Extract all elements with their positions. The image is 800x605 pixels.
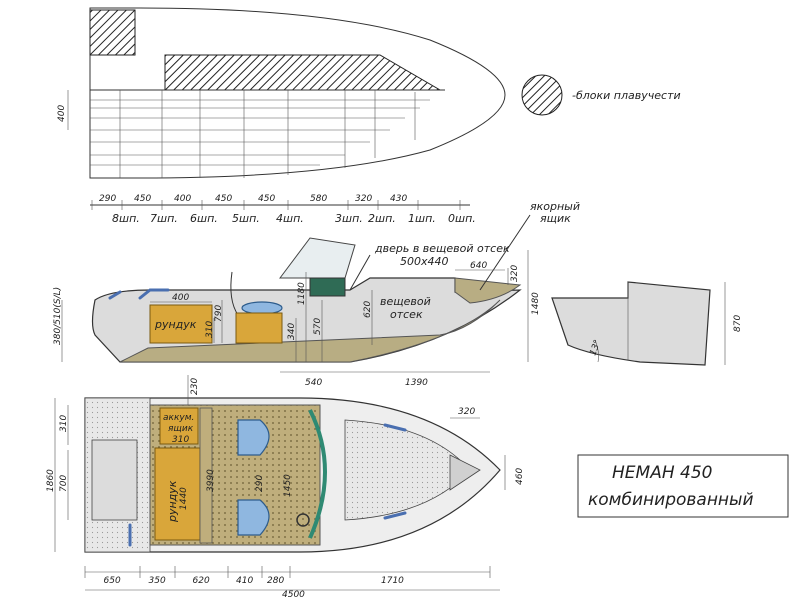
buoyancy-block-top (89, 9, 136, 56)
side-dim-570: 570 (313, 318, 323, 335)
anchor-label-2: ящик (540, 212, 571, 225)
plan-bottom-dim: 350 (149, 576, 166, 586)
side-dim-540: 540 (305, 378, 322, 388)
anchor-label-1: якорный (530, 200, 580, 213)
plan-bottom-dim: 650 (104, 576, 121, 586)
buoyancy-legend-symbol (521, 74, 563, 116)
rundyk-box (149, 304, 213, 344)
plan-bottom-dim: 410 (236, 576, 253, 586)
title-line-1: НЕМАН 450 (612, 463, 712, 483)
plan-dim-1440: 1440 (179, 487, 189, 510)
title-box: НЕМАН 450 комбинированный (577, 454, 789, 518)
frame-label: 8шп. (112, 212, 140, 225)
side-dim-1390: 1390 (405, 378, 428, 388)
side-rundyk-label: рундук (154, 318, 197, 331)
legend: -блоки плавучести (521, 74, 681, 116)
side-hull-bottom (119, 299, 501, 363)
plan-rundyk-box (154, 447, 201, 541)
frame-dim: 450 (215, 194, 232, 204)
frame-label: 0шп. (448, 212, 476, 225)
frame-label: 7шп. (150, 212, 178, 225)
side-view: рундук 400 790 310 340 1180 570 620 двер… (53, 200, 580, 388)
plan-view: аккум. ящик 310 рундук 1440 230 310 700 … (46, 375, 525, 600)
plan-dim-4500: 4500 (282, 590, 305, 600)
frame-label: 6шп. (190, 212, 218, 225)
frame-dim: 400 (174, 194, 191, 204)
side-dim-620: 620 (363, 301, 373, 318)
frame-dim: 580 (310, 194, 327, 204)
steering-wheel (296, 513, 310, 527)
plan-bottom-dim: 620 (193, 576, 210, 586)
frame-label: 2шп. (368, 212, 396, 225)
side-dim-640: 640 (470, 261, 487, 271)
plan-dim-290: 290 (255, 475, 265, 492)
side-dim-310: 310 (205, 321, 215, 338)
frame-dim: 450 (258, 194, 275, 204)
side-dim-790: 790 (214, 305, 224, 322)
side-dim-1180: 1180 (297, 282, 307, 305)
door-size: 500x440 (400, 255, 449, 268)
side-dim-320: 320 (510, 265, 520, 282)
frame-dimension-strip: 290 450 400 450 450 580 320 430 8шп. 7шп. 6шп. 5шп… (90, 194, 476, 225)
frame-dim: 290 (99, 194, 116, 204)
bow-deck-olive (454, 277, 522, 304)
seat-bottom (237, 499, 270, 536)
plan-dim-1860: 1860 (46, 469, 56, 492)
plan-bottom-dim: 280 (267, 576, 284, 586)
seat-base (235, 312, 283, 344)
akkum-label-1: аккум. (163, 413, 194, 423)
plan-dim-310: 310 (59, 415, 69, 432)
windshield (279, 237, 356, 279)
plan-bottom-dim: 1710 (381, 576, 404, 586)
side-dim-1480: 1480 (531, 292, 541, 315)
frame-label: 3шп. (335, 212, 363, 225)
frame-label: 5шп. (232, 212, 260, 225)
plan-dim-460: 460 (515, 468, 525, 485)
plan-dim-230: 230 (190, 378, 200, 395)
plan-dim-700: 700 (59, 475, 69, 492)
frame-dim: 430 (390, 194, 407, 204)
plan-bottom-dimensions: 650 350 620 410 280 1710 (84, 566, 491, 586)
windshield-glass (309, 277, 346, 297)
legend-text: -блоки плавучести (572, 89, 681, 102)
section-view: 870 13° (551, 281, 743, 366)
side-dim-400: 400 (172, 293, 189, 303)
top-dim-400: 400 (57, 105, 67, 122)
side-seat (241, 301, 283, 315)
section-dim-870: 870 (733, 315, 743, 332)
plan-rundyk-label: рундук (166, 480, 179, 523)
plan-dim-320: 320 (458, 407, 475, 417)
frame-lines-top (119, 90, 416, 178)
frame-dim: 320 (355, 194, 372, 204)
buoyancy-block-deck (164, 54, 442, 91)
side-dim-340: 340 (287, 323, 297, 340)
akkum-box (159, 407, 199, 445)
title-line-2: комбинированный (588, 490, 754, 510)
top-hull-drawing: 400 (57, 7, 506, 179)
frame-label: 1шп. (408, 212, 436, 225)
seat-top (237, 419, 270, 456)
akkum-dim: 310 (172, 435, 189, 445)
windshield-plan (308, 409, 327, 539)
side-dim-380: 380/510(S/L) (53, 287, 63, 345)
akkum-label-2: ящик (168, 424, 194, 434)
door-label: дверь в вещевой отсек (374, 242, 510, 255)
plan-dim-1450: 1450 (283, 474, 293, 497)
frame-label: 4шп. (276, 212, 304, 225)
storage-label-2: отсек (390, 308, 423, 321)
frame-dim: 450 (134, 194, 151, 204)
storage-label-1: вещевой (380, 295, 431, 308)
plan-dim-3990: 3990 (206, 469, 216, 492)
